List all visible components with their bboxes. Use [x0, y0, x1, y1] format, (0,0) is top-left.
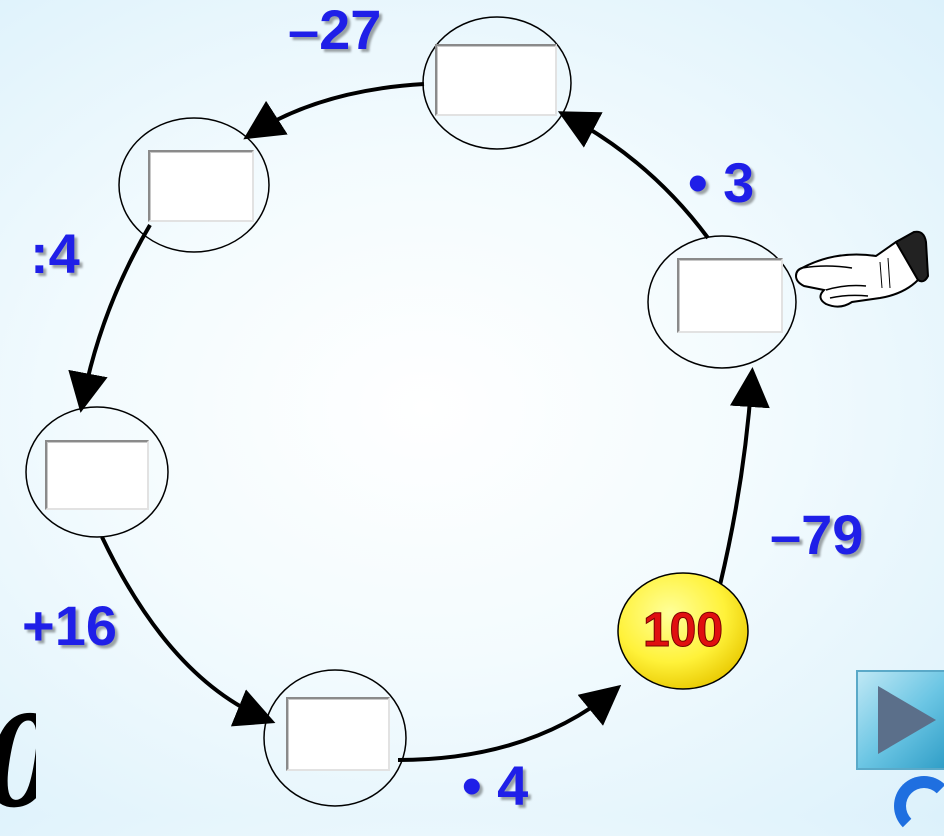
operation-times-3: • 3: [688, 151, 755, 214]
arrow-top-to-upperleft: [243, 82, 425, 140]
operation-times-4: • 4: [462, 754, 529, 817]
pointing-hand-icon: [794, 230, 930, 308]
node-bottom-input[interactable]: [286, 697, 390, 771]
node-left-input[interactable]: [45, 440, 149, 510]
node-right-input[interactable]: [677, 258, 783, 333]
arrow-bottom-to-start: [397, 684, 622, 762]
operation-minus-27: –27: [288, 0, 382, 61]
node-top-ellipse: [422, 16, 572, 150]
node-upperleft-ellipse: [118, 117, 270, 253]
corner-arc: [894, 776, 944, 836]
operation-minus-79: –79: [770, 503, 864, 566]
next-slide-button[interactable]: [856, 670, 944, 770]
start-node-ellipse: [617, 572, 749, 690]
node-bottom-ellipse: [263, 669, 407, 807]
corner-glyph: 0: [0, 690, 36, 830]
arrow-left-to-bottom: [100, 536, 276, 727]
operation-plus-16: +16: [22, 594, 117, 657]
arrow-right-to-top: [557, 111, 710, 240]
node-left-ellipse: [25, 406, 169, 538]
cycle-diagram: [25, 16, 930, 807]
arrow-upperleft-to-left: [68, 223, 152, 413]
node-top-input[interactable]: [435, 44, 557, 116]
arrow-start-to-right: [718, 367, 770, 586]
start-value: 100: [642, 604, 724, 657]
operation-divide-4: :4: [30, 222, 80, 285]
node-upperleft-input[interactable]: [148, 150, 254, 222]
node-right-ellipse: [647, 235, 797, 369]
play-icon: [878, 686, 936, 754]
